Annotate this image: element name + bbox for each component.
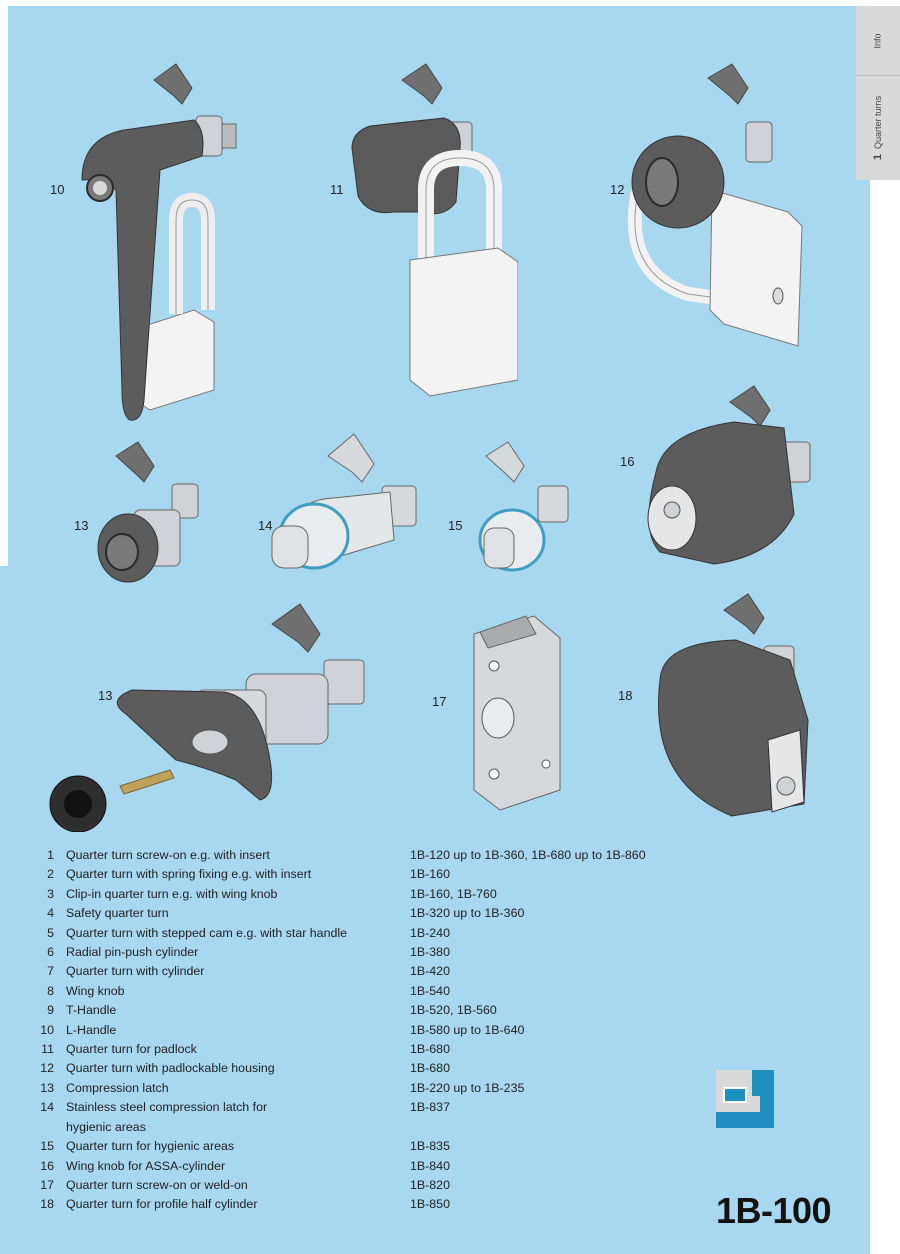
tab-info[interactable]: Info: [856, 6, 900, 76]
figure-label-10: 10: [50, 182, 65, 197]
illustration-panel-extension: [856, 180, 870, 566]
tab-quarter-label: Quarter turns: [873, 95, 883, 149]
tab-quarter-number: 1: [872, 153, 884, 161]
figure-label-14: 14: [258, 518, 273, 533]
quarter-turn-section-icon: [716, 1070, 774, 1128]
weld-on-quarter-turn-illustration: [473, 615, 561, 811]
figure-label-12: 12: [610, 182, 625, 197]
figure-label-16: 16: [620, 454, 635, 469]
figure-label-15: 15: [448, 518, 463, 533]
compression-latch-small-illustration: [97, 441, 199, 583]
figure-label-17: 17: [432, 694, 447, 709]
tab-quarter-turns[interactable]: 1 Quarter turns: [856, 76, 900, 180]
padlock-quarter-turn-illustration: [351, 63, 518, 397]
wing-knob-assa-illustration: [647, 385, 811, 565]
figure-label-13-bottom: 13: [98, 688, 113, 703]
stainless-compression-latch-illustration: [271, 433, 417, 570]
padlockable-housing-illustration: [628, 63, 803, 347]
l-handle-illustration: [81, 63, 237, 421]
hygienic-quarter-turn-illustration: [478, 441, 569, 572]
profile-half-cylinder-illustration: [658, 593, 809, 817]
figure-label-11: 11: [330, 182, 344, 197]
figure-label-13-top: 13: [74, 518, 89, 533]
t-handle-illustration: [49, 603, 365, 832]
page-number: 1B-100: [716, 1190, 832, 1231]
figure-label-18: 18: [618, 688, 633, 703]
side-tab-strip: [856, 6, 900, 180]
list-item-continuation: hygienic areas: [66, 1119, 146, 1134]
tab-info-label: Info: [872, 32, 883, 49]
